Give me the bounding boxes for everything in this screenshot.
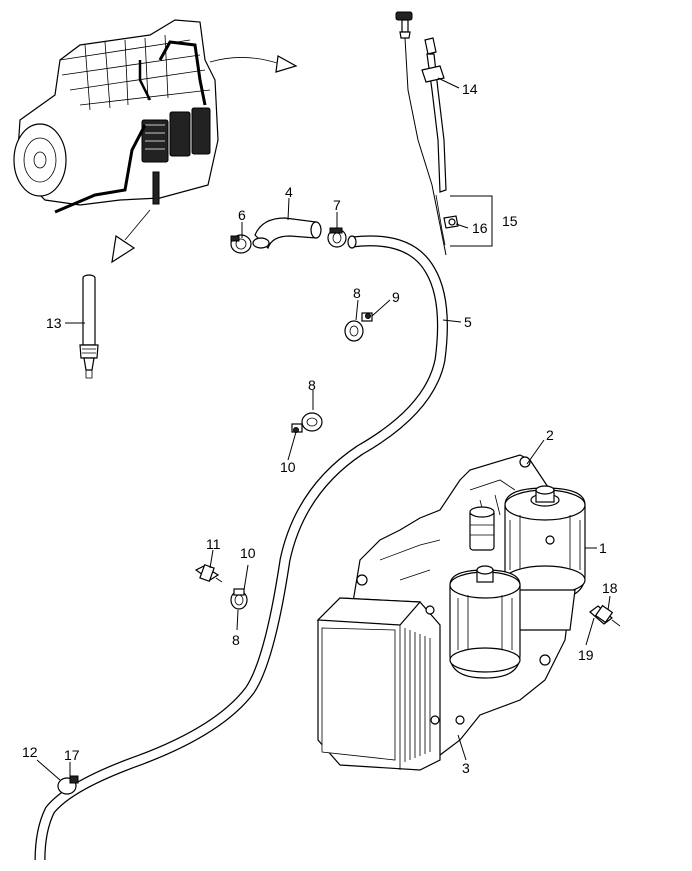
callout-13: 13 (46, 315, 62, 331)
part-13-tube[interactable] (79, 274, 99, 379)
part-7-clamp[interactable] (327, 227, 347, 248)
callout-labels: 1 2 3 4 5 6 7 8 8 8 9 10 10 11 12 13 14 … (22, 81, 618, 776)
part-11-stud[interactable] (194, 563, 223, 583)
leader-lines (36, 77, 611, 781)
callout-16: 16 (472, 220, 488, 236)
callout-10-middle: 10 (280, 459, 296, 475)
callout-5: 5 (464, 314, 472, 330)
callout-11: 11 (206, 536, 221, 552)
part-12-17-clip[interactable] (57, 775, 79, 795)
part-18-19-sensor[interactable] (589, 604, 621, 627)
callout-8-middle: 8 (308, 377, 316, 393)
callout-2: 2 (546, 427, 554, 443)
callout-9: 9 (392, 289, 400, 305)
callout-14: 14 (462, 81, 478, 97)
callout-18: 18 (602, 580, 618, 596)
part-8-10-clip-lower[interactable] (230, 588, 248, 610)
callout-10-lower: 10 (240, 545, 256, 561)
callout-4: 4 (285, 184, 293, 200)
dipstick-assembly[interactable] (395, 11, 459, 256)
oil-filter-module[interactable] (316, 454, 586, 771)
callout-15-bracket (450, 195, 493, 247)
engine-overview-illustration (13, 19, 298, 264)
callout-1: 1 (599, 540, 607, 556)
callout-8-lower: 8 (232, 632, 240, 648)
part-5-long-hose[interactable] (34, 235, 448, 861)
callout-6: 6 (238, 207, 246, 223)
callout-3: 3 (462, 760, 470, 776)
callout-12: 12 (22, 744, 38, 760)
callout-8-upper: 8 (353, 285, 361, 301)
part-8-9-clip-upper[interactable] (344, 312, 373, 342)
callout-7: 7 (333, 197, 341, 213)
callout-17: 17 (64, 747, 80, 763)
callout-15: 15 (502, 213, 518, 229)
part-4-hose[interactable] (252, 217, 322, 250)
part-8-10-clip-middle[interactable] (291, 412, 323, 433)
callout-19: 19 (578, 647, 594, 663)
part-6-clamp[interactable] (230, 234, 252, 254)
